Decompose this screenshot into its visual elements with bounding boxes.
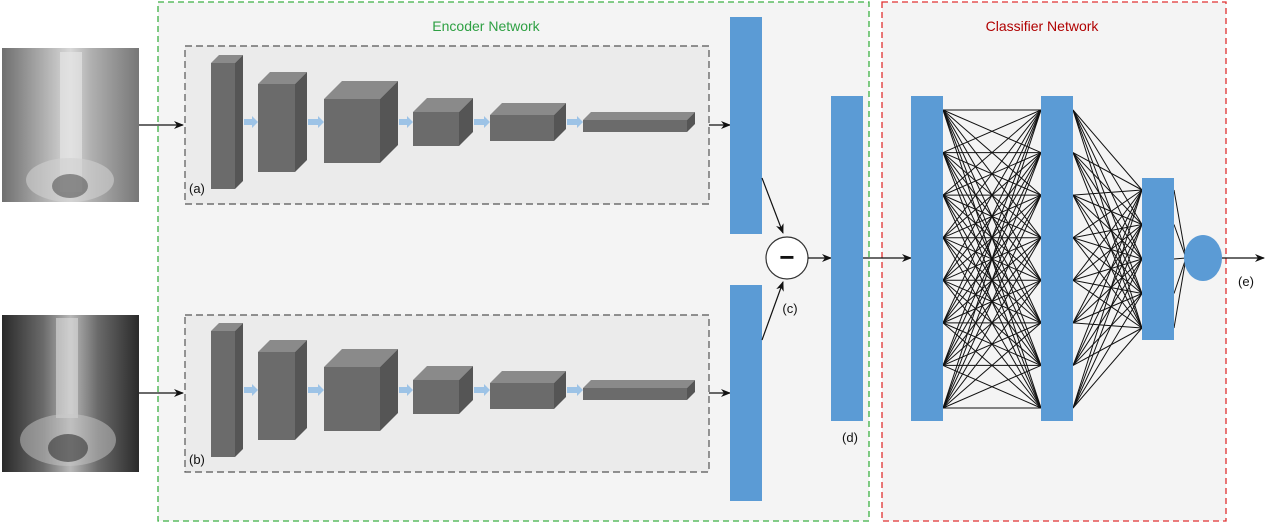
conv-blocks-b: [211, 323, 695, 457]
conv-flow-arrow-a-5: [567, 116, 583, 128]
classifier-network-title: Classifier Network: [986, 18, 1100, 34]
classifier-layer-2: [1041, 96, 1073, 421]
output-node: [1184, 235, 1222, 281]
classifier-layer-3: [1142, 178, 1174, 340]
conv-block-b-1: [211, 323, 243, 457]
conv-block-a-6: [583, 112, 695, 132]
label-a: (a): [189, 181, 205, 196]
label-b: (b): [189, 452, 205, 467]
conv-block-a-4: [413, 98, 473, 146]
difference-vector: [831, 96, 863, 421]
conv-flow-arrow-a-1: [244, 116, 258, 128]
conv-flow-arrow-b-4: [474, 384, 490, 396]
conv-flow-arrow-b-5: [567, 384, 583, 396]
conv-blocks-a: [211, 55, 695, 189]
conv-block-b-3: [324, 349, 398, 431]
conv-block-a-3: [324, 81, 398, 163]
xray-image-bottom: [2, 315, 139, 472]
xray-image-top: [2, 48, 139, 202]
feature-b-to-subtract-arrow: [761, 281, 784, 341]
conv-block-b-5: [490, 371, 566, 409]
classifier-connections: [942, 109, 1187, 409]
conv-block-b-2: [258, 340, 307, 440]
conv-block-a-1: [211, 55, 243, 189]
conv-flow-arrow-a-3: [399, 116, 413, 128]
conv-flow-arrow-b-1: [244, 384, 258, 396]
feature-vector-b: [730, 285, 762, 501]
conv-block-a-5: [490, 103, 566, 141]
minus-sign: −: [779, 242, 794, 272]
feature-vector-a: [730, 17, 762, 234]
encoder-network-title: Encoder Network: [432, 18, 540, 34]
label-c: (c): [782, 301, 797, 316]
conv-block-a-2: [258, 72, 307, 172]
label-e: (e): [1238, 274, 1254, 289]
conv-flow-arrow-a-4: [474, 116, 490, 128]
conv-flow-arrow-a-2: [308, 116, 324, 128]
conv-block-b-4: [413, 366, 473, 414]
classifier-layer-1: [911, 96, 943, 421]
conv-flow-arrow-b-3: [399, 384, 413, 396]
feature-a-to-subtract-arrow: [761, 177, 784, 234]
label-d: (d): [842, 430, 858, 445]
conv-block-b-6: [583, 380, 695, 400]
conv-flow-arrow-b-2: [308, 384, 324, 396]
